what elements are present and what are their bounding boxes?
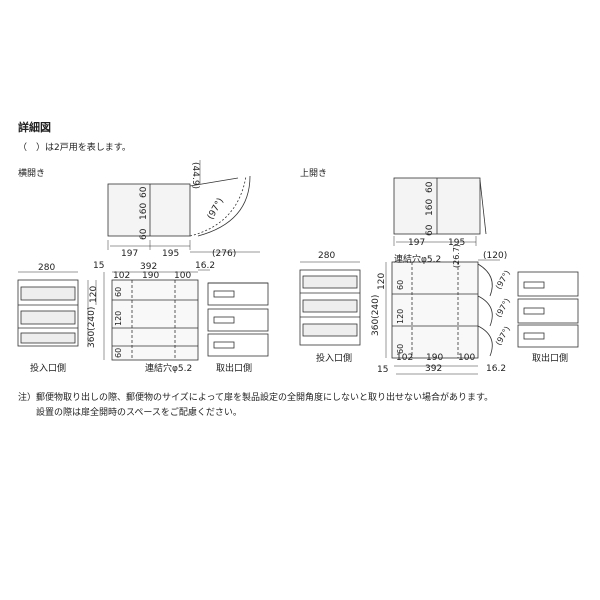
top-section-view <box>385 259 500 375</box>
side-dim-depth-top: (44.9) <box>190 162 200 189</box>
side-dim-bottom-w1: 197 <box>121 249 138 259</box>
side-dim-u60a: 60 <box>114 287 123 297</box>
top-dim-102: 102 <box>396 353 413 363</box>
top-dim-angle-2: (97°) <box>494 297 512 319</box>
side-dim-bottom-w2: 195 <box>162 249 179 259</box>
top-dim-392: 392 <box>425 364 442 374</box>
top-dim-front-h1: 60 <box>425 181 435 193</box>
section-label-side-opening: 横開き <box>18 169 46 179</box>
top-dim-front-h3: 60 <box>425 224 435 236</box>
side-hole-label: 連結穴φ5.2 <box>145 362 192 374</box>
side-dim-102: 102 <box>113 271 130 281</box>
side-takeout-label: 取出口側 <box>216 362 252 374</box>
side-dim-front-h3: 60 <box>139 228 149 240</box>
top-dim-16-2: 16.2 <box>486 364 506 374</box>
top-insert-front-view <box>299 261 361 346</box>
side-takeout-view <box>207 282 269 357</box>
top-dim-100: 100 <box>458 353 475 363</box>
top-dim-15: 15 <box>377 365 388 375</box>
top-dim-26-7: (26.7) <box>452 244 461 268</box>
top-dim-front-h2: 160 <box>425 199 435 216</box>
top-hole-label: 連結穴φ5.2 <box>394 253 441 265</box>
side-dim-15: 15 <box>93 261 104 271</box>
top-dim-angle-3: (97°) <box>494 325 512 347</box>
top-dim-u60a: 60 <box>396 280 405 290</box>
side-dim-392: 392 <box>140 262 157 272</box>
top-dim-u120: 120 <box>396 309 405 324</box>
top-dim-280: 280 <box>318 251 335 261</box>
top-plan-view <box>393 177 487 246</box>
top-dim-angle-1: (97°) <box>494 269 512 291</box>
top-dim-bottom-w2: 195 <box>448 238 465 248</box>
section-label-top-opening: 上開き <box>300 169 328 179</box>
side-dim-u60b: 60 <box>114 348 123 358</box>
side-dim-swing: (276) <box>212 249 236 259</box>
top-dim-190: 190 <box>426 353 443 363</box>
side-dim-100: 100 <box>174 271 191 281</box>
top-dim-360: 360(240) <box>371 295 381 336</box>
side-dim-190: 190 <box>142 271 159 281</box>
top-dim-120-top: (120) <box>483 251 507 261</box>
side-section-view <box>103 269 210 361</box>
side-dim-front-h1: 60 <box>139 186 149 198</box>
legend-note: （ ）は2戸用を表します。 <box>18 143 131 153</box>
side-dim-16-2: 16.2 <box>195 261 215 271</box>
side-dim-360: 360(240) <box>87 307 97 348</box>
side-dim-door-angle: (97°) <box>206 197 226 222</box>
side-dim-280: 280 <box>38 263 55 273</box>
top-takeout-label: 取出口側 <box>532 352 568 364</box>
top-dim-bottom-w1: 197 <box>408 238 425 248</box>
page-title: 詳細図 <box>18 121 51 134</box>
top-insert-label: 投入口側 <box>316 352 352 364</box>
side-insert-front-view <box>17 271 97 347</box>
side-insert-label: 投入口側 <box>30 362 66 374</box>
side-plan-view <box>107 160 260 253</box>
top-takeout-view <box>517 271 579 348</box>
top-dim-u60b: 60 <box>396 344 405 354</box>
side-dim-u120: 120 <box>114 311 123 326</box>
top-dim-120: 120 <box>377 273 387 290</box>
note-line-1: 注）郵便物取り出しの際、郵便物のサイズによって扉を製品設定の全開角度にしないと取… <box>18 393 494 403</box>
side-dim-120: 120 <box>89 286 99 303</box>
note-line-2: 設置の際は扉全開時のスペースをご配慮ください。 <box>36 408 242 418</box>
side-dim-front-h2: 160 <box>139 203 149 220</box>
